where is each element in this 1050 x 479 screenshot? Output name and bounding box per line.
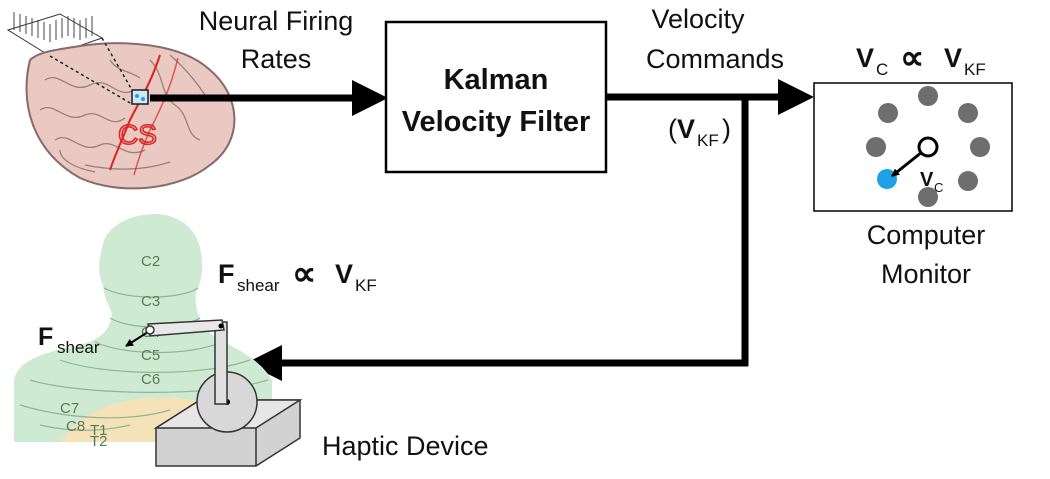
cursor-dot [877, 169, 897, 189]
eq-prop2: ∝ [292, 255, 316, 293]
shear-f: F [38, 323, 53, 351]
target-dot [958, 171, 978, 191]
dermatome-label: C3 [141, 293, 160, 310]
shear-force-arrow [125, 331, 149, 347]
kalman-label: Kalman [444, 64, 549, 96]
shear-sub: shear [57, 338, 100, 357]
brain-image: CS [6, 12, 236, 190]
dermatome-label: C6 [141, 371, 160, 388]
vkf-sub: KF [697, 131, 719, 150]
haptic-device [145, 319, 303, 467]
target-dot [958, 103, 978, 123]
target-dot [970, 137, 990, 157]
computer-monitor: V C [813, 82, 1013, 212]
dermatome-label: T2 [90, 433, 108, 450]
monitor-label-1: Computer [867, 220, 986, 250]
dermatome-label: C7 [60, 400, 79, 417]
eq-vkf: V [944, 43, 962, 73]
eq-vkf2-sub: KF [355, 276, 377, 295]
dermatome-label: C8 [66, 418, 85, 435]
vkf-close-paren: ) [722, 114, 731, 144]
center-target [917, 136, 939, 158]
eq-vc: V [856, 43, 874, 73]
target-dot [878, 103, 898, 123]
shear-force-label: F shear [38, 323, 100, 357]
cursor-velocity-arrow [891, 150, 923, 178]
eq-prop: ∝ [900, 39, 924, 77]
cursor-vel-v: V [920, 169, 934, 191]
dermatome-label: C5 [141, 347, 160, 364]
vkf-label: ( V KF ) [668, 114, 731, 150]
haptic-device-label: Haptic Device [322, 431, 489, 461]
target-dot [918, 187, 938, 207]
commands-label: Commands [646, 44, 784, 74]
cs-label: CS [118, 119, 157, 150]
monitor-equation: V C ∝ V KF [856, 39, 986, 79]
neural-firing-label: Neural Firing [199, 6, 354, 36]
vkf-v: V [677, 114, 695, 144]
targets [866, 86, 990, 207]
target-dot [918, 86, 938, 106]
target-dot [866, 137, 886, 157]
cursor-vel-sub: C [934, 180, 943, 195]
dermatome-label: T1 [90, 422, 108, 439]
velocity-label: Velocity [651, 4, 745, 34]
velocity-filter-label: Velocity Filter [402, 106, 591, 138]
eq-vc-sub: C [876, 60, 888, 79]
shear-equation: F shear ∝ V KF [218, 255, 377, 295]
monitor-label-2: Monitor [881, 259, 971, 289]
eq-fshear: F [218, 259, 235, 289]
eq-fshear-sub: shear [237, 276, 280, 295]
neural-rates-label: Rates [241, 44, 312, 74]
implant-site [131, 89, 149, 105]
kalman-filter-box [384, 20, 608, 174]
signal-arrows [150, 79, 814, 381]
eq-vkf2: V [335, 259, 353, 289]
vkf-open-paren: ( [668, 114, 677, 144]
dermatome-label: C2 [141, 253, 160, 270]
eq-vkf-sub: KF [964, 60, 986, 79]
